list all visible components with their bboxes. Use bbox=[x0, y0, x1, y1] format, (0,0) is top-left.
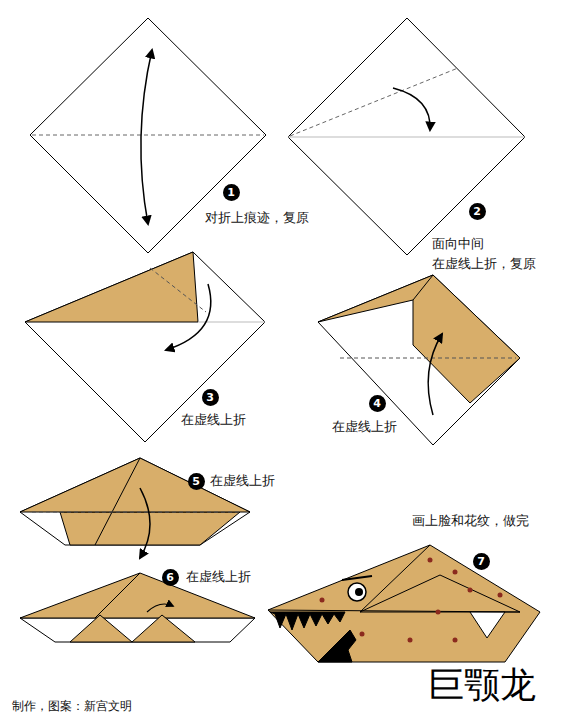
step-number-text: 2 bbox=[473, 206, 481, 217]
paper-flap bbox=[318, 275, 520, 403]
paper-flap bbox=[70, 615, 132, 642]
fold-line bbox=[32, 135, 264, 136]
step-instruction: 在虚线上折 bbox=[332, 419, 397, 435]
crease-line bbox=[198, 322, 265, 323]
teeth bbox=[318, 630, 356, 662]
step-instruction: 在虚线上折 bbox=[210, 473, 275, 489]
step-number-text: 6 bbox=[166, 572, 174, 583]
fold-line bbox=[150, 268, 206, 312]
fold-arrow bbox=[140, 488, 150, 558]
paper-base bbox=[25, 252, 265, 442]
step-number-text: 4 bbox=[373, 398, 381, 409]
paper-flap bbox=[132, 615, 195, 642]
step-number: 1 bbox=[223, 184, 240, 201]
dinosaur-head bbox=[268, 545, 540, 662]
eye bbox=[348, 583, 366, 601]
credit: 制作，图案：新宫文明 bbox=[12, 698, 132, 714]
step-number: 5 bbox=[188, 473, 205, 490]
step-instruction: 在虚线上折 bbox=[181, 412, 246, 428]
step-number: 3 bbox=[202, 389, 219, 406]
step-instruction: 对折上痕迹，复原 bbox=[205, 210, 309, 226]
paper-base bbox=[20, 458, 250, 545]
paper-gap bbox=[470, 612, 505, 638]
step-number: 2 bbox=[469, 203, 486, 220]
step-instruction: 在虚线上折 bbox=[186, 569, 251, 585]
paper-edge bbox=[95, 458, 140, 545]
fold-arrow bbox=[141, 50, 152, 224]
fold-arrow bbox=[147, 604, 173, 612]
step-number-text: 7 bbox=[477, 556, 485, 567]
pupil bbox=[355, 588, 363, 596]
fold-arrow bbox=[393, 88, 430, 130]
paper-edge bbox=[413, 275, 433, 300]
step-number: 6 bbox=[162, 569, 179, 586]
fold-line bbox=[32, 512, 240, 513]
brow bbox=[342, 576, 372, 580]
step-number-text: 3 bbox=[206, 392, 214, 403]
fold-arrow bbox=[166, 284, 211, 350]
step-instruction: 面向中间 bbox=[432, 236, 484, 252]
crease-line bbox=[288, 137, 525, 138]
fold-line bbox=[340, 358, 516, 359]
dinosaur-cheek bbox=[360, 575, 520, 612]
paper-base bbox=[318, 275, 520, 445]
step-instruction: 画上脸和花纹，做完 bbox=[412, 513, 529, 529]
step-number: 4 bbox=[369, 395, 386, 412]
step-number-text: 1 bbox=[227, 187, 235, 198]
paper-square bbox=[288, 18, 525, 255]
title: 巨颚龙 bbox=[428, 664, 536, 706]
paper-edge bbox=[360, 545, 430, 612]
fold-line bbox=[290, 68, 458, 136]
step-number-text: 5 bbox=[192, 476, 200, 487]
step-number: 7 bbox=[473, 553, 490, 570]
paper-flap bbox=[25, 252, 198, 322]
fold-arrow bbox=[428, 334, 442, 415]
step-instruction: 在虚线上折，复原 bbox=[432, 256, 536, 272]
teeth bbox=[270, 612, 345, 630]
paper-edge bbox=[95, 573, 140, 618]
spots bbox=[320, 558, 503, 643]
